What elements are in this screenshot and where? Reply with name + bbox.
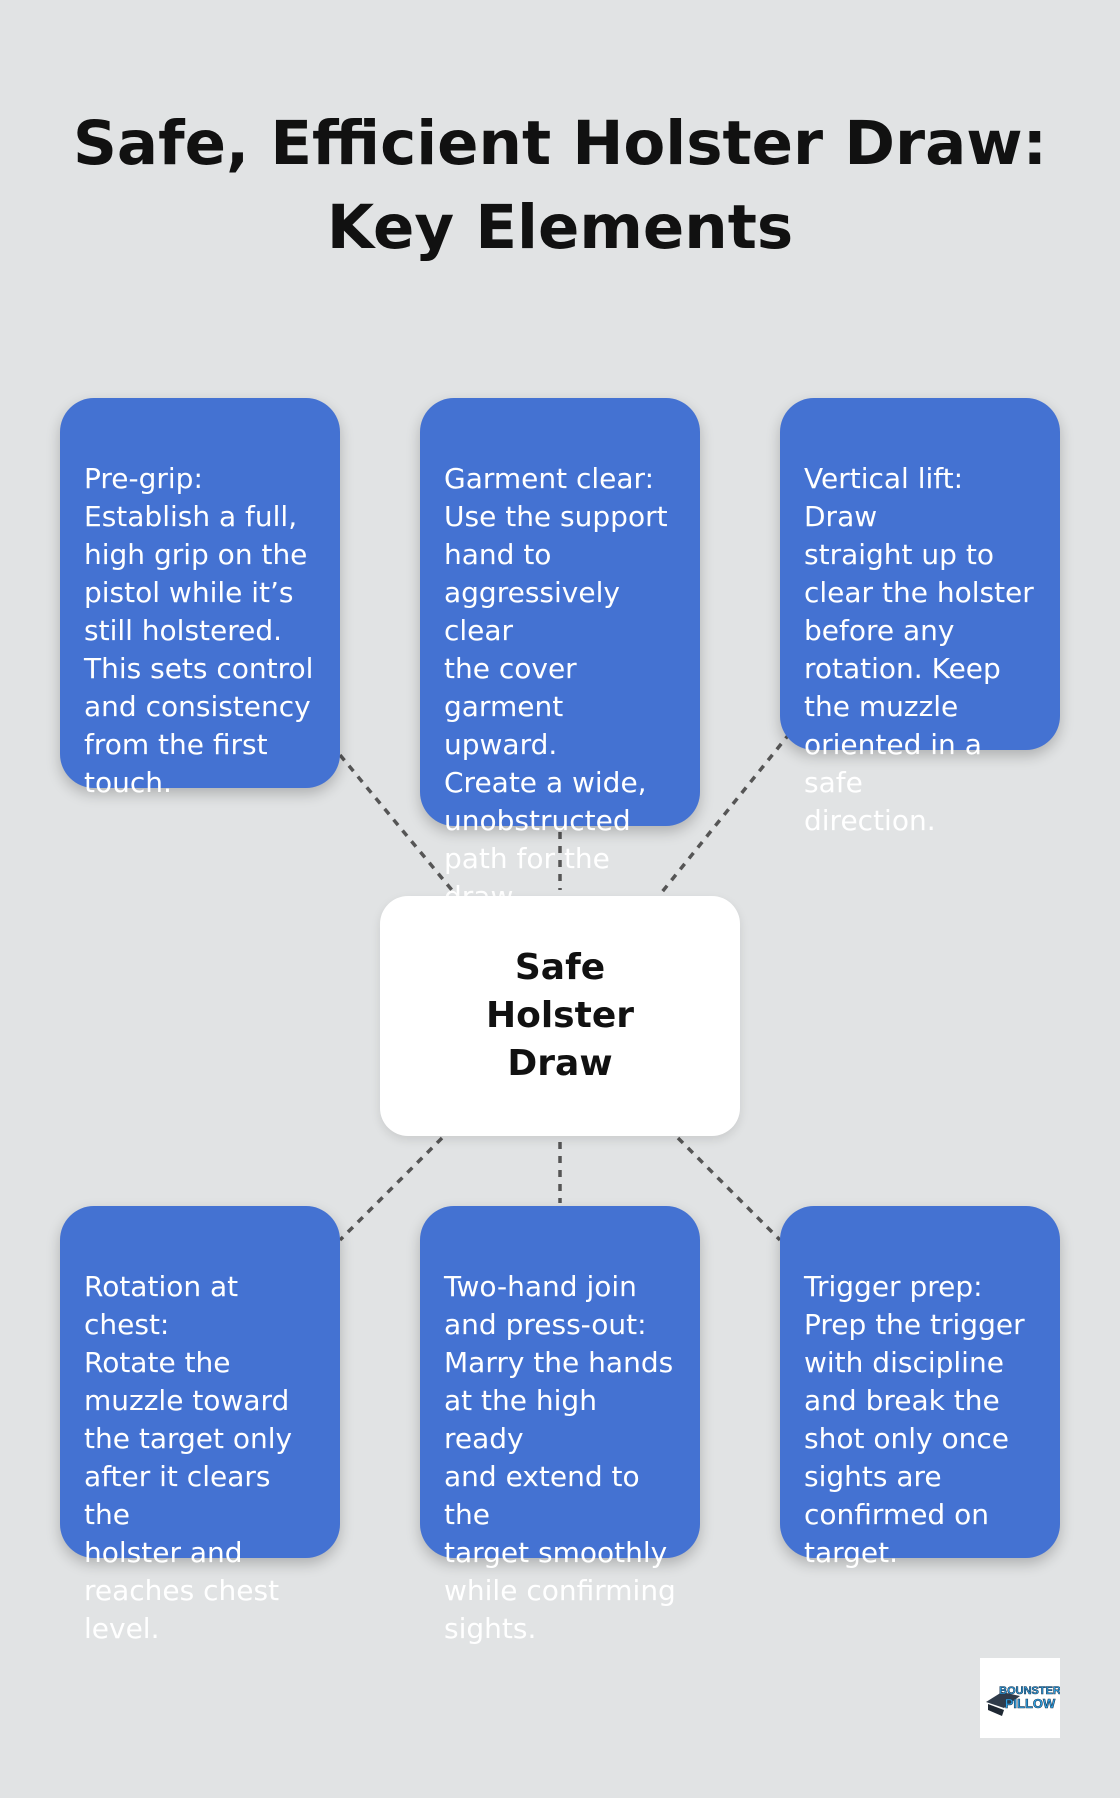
step-card-text: Garment clear: Use the support hand to a… [444,462,668,913]
step-card-pre-grip: Pre-grip: Establish a full, high grip on… [60,398,340,799]
step-card-text: Two-hand join and press-out: Marry the h… [444,1270,676,1645]
title-line-2: Key Elements [326,192,794,263]
connector-rotation-at-chest [338,1136,444,1242]
step-card-text: Trigger prep: Prep the trigger with disc… [804,1270,1025,1569]
title-line-1: Safe, Efficient Holster Draw: [72,108,1048,179]
svg-text:PILLOW: PILLOW [1005,1696,1056,1711]
connector-pre-grip [338,753,458,897]
center-node-label: Safe Holster Draw [485,947,634,1084]
connector-vertical-lift [660,731,792,894]
step-card-vertical-lift: Vertical lift: Draw straight up to clear… [780,398,1060,837]
step-card-two-hand-join: Two-hand join and press-out: Marry the h… [420,1206,700,1645]
step-card-text: Vertical lift: Draw straight up to clear… [804,462,1034,837]
center-node: Safe Holster Draw [380,896,740,1136]
step-card-rotation-at-chest: Rotation at chest: Rotate the muzzle tow… [60,1206,340,1645]
step-card-text: Rotation at chest: Rotate the muzzle tow… [84,1270,293,1645]
page-title: Safe, Efficient Holster Draw: Key Elemen… [0,102,1120,270]
step-card-text: Pre-grip: Establish a full, high grip on… [84,462,314,799]
step-card-garment-clear: Garment clear: Use the support hand to a… [420,398,700,913]
connector-trigger-prep [676,1136,782,1242]
brand-logo-icon: BOUNSTER PILLOW [986,1685,1061,1716]
brand-logo: BOUNSTER PILLOW [980,1658,1061,1738]
step-card-trigger-prep: Trigger prep: Prep the trigger with disc… [780,1206,1060,1569]
svg-text:BOUNSTER: BOUNSTER [999,1685,1060,1697]
